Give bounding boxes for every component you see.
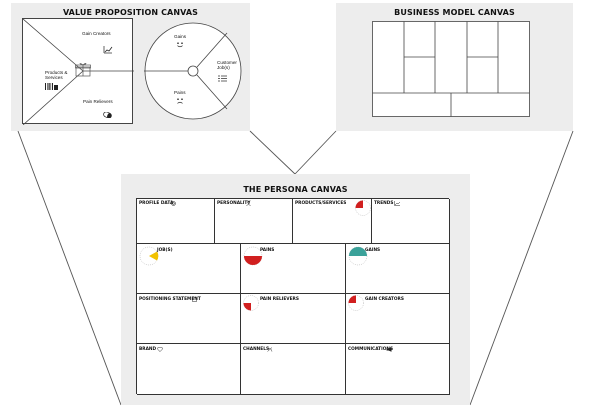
checklist-icon bbox=[218, 75, 227, 82]
persona-grid: PROFILE DATA PERSONALITY PRODUCTS/SERVIC… bbox=[136, 198, 450, 395]
gain-creators-circle-icon bbox=[348, 295, 364, 311]
cell-trends: TRENDS bbox=[372, 199, 450, 244]
products-services-label: Products & Services bbox=[45, 70, 68, 81]
frown-face-icon bbox=[177, 98, 183, 104]
gains-label: Gains bbox=[174, 34, 187, 39]
products-services-label-persona: PRODUCTS/SERVICES bbox=[295, 201, 347, 206]
cell-channels: CHANNELS bbox=[241, 344, 346, 395]
jobs-label: JOB(S) bbox=[157, 248, 173, 253]
gains-label-persona: GAINS bbox=[365, 248, 381, 253]
business-model-panel: BUSINESS MODEL CANVAS bbox=[336, 3, 573, 131]
pains-label-persona: PAINS bbox=[260, 248, 275, 253]
pains-circle-icon bbox=[243, 246, 263, 266]
value-proposition-panel: VALUE PROPOSITION CANVAS Gain Creators P… bbox=[11, 3, 250, 131]
bmc-grid bbox=[372, 21, 530, 117]
cell-gains: GAINS bbox=[346, 244, 450, 294]
trend-chart-icon bbox=[103, 46, 113, 54]
channels-label: CHANNELS bbox=[243, 347, 270, 352]
value-map-square: Gain Creators Products & Services Pain R… bbox=[22, 18, 134, 125]
profile-data-label: PROFILE DATA bbox=[139, 201, 174, 206]
communications-label: COMMUNICATIONS bbox=[348, 347, 394, 352]
cell-profile-data: PROFILE DATA bbox=[137, 199, 215, 244]
pill-icon bbox=[103, 112, 112, 118]
megaphone-icon bbox=[386, 347, 392, 352]
brand-label: BRAND bbox=[139, 347, 157, 352]
persona-canvas-panel: THE PERSONA CANVAS PROFILE DATA PERSONAL… bbox=[121, 174, 470, 405]
fingerprint-icon bbox=[171, 201, 176, 206]
trends-label: TRENDS bbox=[374, 201, 394, 206]
pain-relievers-circle-icon bbox=[243, 295, 259, 311]
cell-brand: BRAND bbox=[137, 344, 241, 395]
pain-relievers-label-persona: PAIN RELIEVERS bbox=[260, 297, 299, 302]
trends-chart-icon bbox=[394, 201, 400, 206]
cell-products-services: PRODUCTS/SERVICES bbox=[293, 199, 372, 244]
barcode-icon bbox=[45, 83, 58, 90]
pain-relievers-label: Pain Relievers bbox=[83, 99, 113, 104]
heart-icon bbox=[157, 347, 163, 352]
gain-creators-label-persona: GAIN CREATORS bbox=[365, 297, 404, 302]
positioning-statement-label: POSITIONING STATEMENT bbox=[139, 297, 201, 302]
customer-jobs-label: Customer Job(s) bbox=[217, 60, 237, 71]
persona-title: THE PERSONA CANVAS bbox=[243, 185, 348, 194]
document-icon bbox=[192, 297, 197, 302]
pains-label: Pains bbox=[174, 90, 186, 95]
gift-box-icon bbox=[75, 63, 91, 77]
satellite-icon bbox=[267, 347, 273, 352]
person-icon bbox=[246, 201, 251, 206]
gains-circle-icon bbox=[348, 246, 368, 266]
cell-positioning-statement: POSITIONING STATEMENT bbox=[137, 294, 241, 344]
smile-face-icon bbox=[177, 42, 183, 48]
cell-pain-relievers: PAIN RELIEVERS bbox=[241, 294, 346, 344]
products-quarter-icon bbox=[355, 200, 371, 216]
gain-creators-label: Gain Creators bbox=[82, 31, 111, 36]
vpc-title: VALUE PROPOSITION CANVAS bbox=[62, 8, 199, 17]
jobs-circle-icon bbox=[139, 246, 159, 266]
value-map-dividers bbox=[23, 19, 134, 125]
cell-personality: PERSONALITY bbox=[215, 199, 293, 244]
cell-jobs: JOB(S) bbox=[137, 244, 241, 294]
cell-gain-creators: GAIN CREATORS bbox=[346, 294, 450, 344]
customer-profile-circle bbox=[144, 22, 242, 120]
bmc-title: BUSINESS MODEL CANVAS bbox=[394, 8, 515, 17]
personality-label: PERSONALITY bbox=[217, 201, 251, 206]
cell-communications: COMMUNICATIONS bbox=[346, 344, 450, 395]
cell-pains: PAINS bbox=[241, 244, 346, 294]
